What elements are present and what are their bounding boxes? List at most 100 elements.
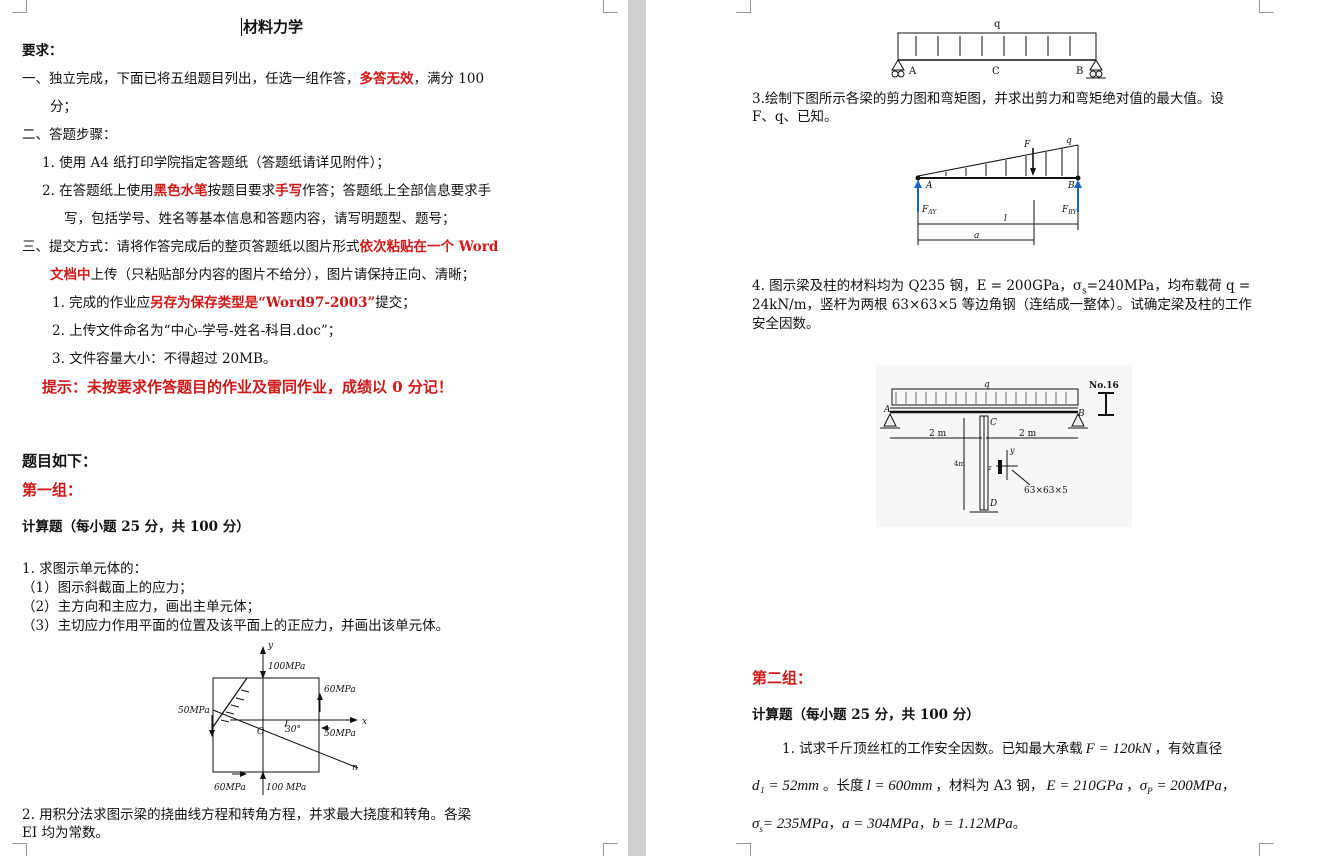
arrowhead: [209, 730, 215, 737]
requirement-3: 三、提交方式：请将作答完成后的整页答题纸以图片形式依次粘贴在一个 Word: [22, 238, 498, 256]
label-no16: No.16: [1089, 381, 1119, 391]
text-run: ，有效直径: [1154, 741, 1223, 757]
support-a: [883, 412, 897, 427]
text-run: 作答；答题纸上全部信息要求手: [302, 183, 492, 199]
hatch: [225, 711, 235, 715]
load-envelope: [917, 144, 1079, 177]
label-fay: FAY: [921, 205, 937, 216]
question-1-part-1: （1）图示斜截面上的应力；: [22, 580, 193, 596]
label-origin: O: [257, 727, 265, 737]
text-run: 三、提交方式：请将作答完成后的整页答题纸以图片形式: [22, 239, 360, 255]
document-title[interactable]: 材料力学: [241, 18, 304, 36]
stress-element-figure: y x O n 30° 100MPa 60MPa 50MPa 50MPa 60M…: [178, 641, 367, 795]
text-run: F: [921, 205, 929, 215]
text-run: 1. 完成的作业应: [52, 295, 151, 311]
label-right-bottom-stress: 50MPa: [324, 729, 356, 739]
hint-text: 提示：未按要求作答题目的作业及雷同作业，成绩以 0 分记！: [42, 378, 453, 396]
angle-arc: [284, 719, 288, 728]
label-b: B: [1076, 66, 1083, 77]
text-run: P: [1147, 786, 1153, 796]
requirement-3-1: 1. 完成的作业应另存为保存类型是“Word97-2003”提交；: [52, 294, 416, 312]
arrowhead: [240, 771, 247, 777]
beam-triangular-load-figure: q F A B FAY FBY l a: [914, 136, 1082, 245]
highlight-text: 依次粘贴在一个 Word: [359, 239, 499, 255]
requirement-1: 一、独立完成，下面已将五组题目列出，任选一组作答，多答无效，满分 100: [22, 70, 484, 88]
question-3-cont: F、q、已知。: [752, 109, 838, 125]
page-corner-mark: [12, 0, 27, 13]
label-q: q: [984, 380, 990, 390]
page-corner-mark: [603, 0, 618, 13]
text-run: ，满分 100: [413, 71, 485, 87]
text-run: 2. 在答题纸上使用: [42, 183, 154, 199]
label-a: A: [883, 405, 891, 415]
text-run: s: [759, 824, 763, 834]
oblique-section: [212, 677, 248, 728]
document-page-left: 材料力学 要求： 一、独立完成，下面已将五组题目列出，任选一组作答，多答无效，满…: [0, 0, 628, 856]
text-run: 上传（只粘贴部分内容的图片不给分），图片请保持正向、清晰；: [90, 267, 476, 283]
y-axis-arrowhead: [260, 646, 266, 654]
math-a: a = 304MPa: [841, 816, 919, 832]
question-3: 3.绘制下图所示各梁的剪力图和弯矩图，并求出剪力和弯矩绝对值的最大值。设: [752, 91, 1224, 107]
support-point: [1075, 175, 1081, 181]
label-n: n: [352, 763, 358, 773]
label-q: q: [1066, 136, 1072, 146]
beam-column-figure: q No.16 A B C D 2 m 2 m 4m z y 63×63×5: [876, 365, 1132, 527]
math-e: E = 210GPa: [1046, 778, 1124, 794]
math-sigma-s: σs= 235MPa: [752, 816, 829, 834]
requirement-2-2-cont: 写，包括学号、姓名等基本信息和答题内容，请写明题型、题号；: [64, 211, 456, 227]
arrowhead: [317, 693, 323, 700]
arrowhead: [1030, 168, 1036, 176]
text-run: ，: [918, 816, 933, 832]
label-angle: 30°: [285, 725, 301, 735]
text-run: = 235MPa: [762, 816, 829, 832]
page-corner-mark: [736, 843, 751, 856]
label-left-dim: 2 m: [929, 429, 947, 439]
text-run: 。长度: [823, 778, 864, 794]
text-run: 4. 图示梁及柱的材料均为 Q235 钢，E = 200GPa，σ: [752, 278, 1083, 294]
leader-line: [1011, 469, 1031, 486]
question-4-cont: 24kN/m，竖杆为两根 63×63×5 等边角钢（连结成一整体）。试确定梁及柱…: [752, 297, 1252, 313]
text-run: BY: [1067, 209, 1077, 216]
hatch: [230, 704, 240, 708]
label-q: q: [994, 19, 1001, 30]
pin-support-b: [1089, 59, 1103, 71]
label-a-dim: a: [974, 231, 979, 241]
hatch: [235, 697, 245, 701]
requirement-2-1: 1. 使用 A4 纸打印学院指定答题纸（答题纸请详见附件）；: [42, 155, 390, 171]
page-corner-mark: [12, 843, 27, 856]
arrowhead: [321, 725, 328, 731]
text-run: 提交；: [375, 295, 416, 311]
label-l: l: [1004, 214, 1007, 224]
arrowhead: [1074, 180, 1082, 188]
requirement-2: 二、答题步骤：: [22, 127, 117, 143]
text-run: 一、独立完成，下面已将五组题目列出，任选一组作答，: [22, 71, 360, 87]
highlight-text: 多答无效: [359, 71, 414, 87]
label-left-stress: 50MPa: [178, 706, 210, 716]
text-run: 1. 试求千斤顶丝杠的工作安全因数。已知最大承载: [782, 741, 1083, 757]
group-2-heading: 第二组：: [752, 669, 813, 687]
support-b: [1071, 412, 1085, 427]
highlight-text: 黑色水笔: [153, 183, 208, 199]
highlight-text: 文档中: [50, 267, 91, 283]
math-f: F = 120kN: [1085, 741, 1152, 757]
requirements-heading: 要求：: [22, 43, 63, 59]
text-run: 。: [1012, 816, 1027, 832]
label-b: B: [1077, 409, 1085, 419]
highlight-text: 手写: [275, 183, 303, 199]
label-y: y: [1009, 446, 1015, 455]
label-b: B: [1067, 181, 1075, 191]
load-block: [891, 388, 1079, 406]
label-f: F: [1023, 140, 1031, 150]
label-c: C: [990, 418, 997, 428]
text-run: AY: [927, 209, 937, 216]
beam-uniform-load-figure: q A C B: [891, 19, 1106, 79]
question-1: 1. 求图示单元体的：: [22, 561, 148, 577]
label-x: x: [362, 717, 367, 727]
requirement-3-3: 3. 文件容量大小：不得超过 20MB。: [52, 351, 277, 367]
question-2: 2. 用积分法求图示梁的挠曲线方程和转角方程，并求最大挠度和转角。各梁: [22, 807, 472, 823]
arrowhead: [914, 180, 922, 188]
question-4-cont-2: 安全因数。: [752, 316, 820, 332]
pin-support-a: [891, 59, 905, 71]
label-a: A: [908, 66, 917, 77]
